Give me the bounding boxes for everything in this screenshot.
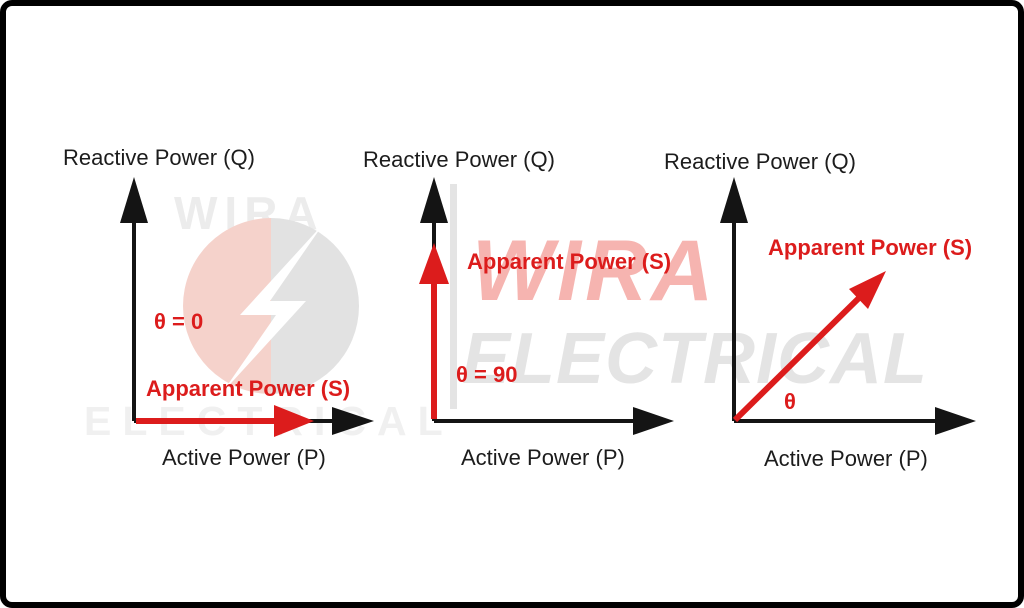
y-axis-arrowhead-icon bbox=[120, 177, 148, 223]
phasor-diagrams bbox=[120, 177, 976, 437]
active-power-label: Active Power (P) bbox=[764, 446, 928, 471]
angle-label: θ bbox=[784, 389, 796, 414]
angle-label: θ = 0 bbox=[154, 309, 204, 334]
x-axis-arrowhead-icon bbox=[935, 407, 976, 435]
diagram-theta bbox=[720, 177, 976, 435]
lightning-bolt-icon bbox=[222, 223, 324, 393]
active-power-label: Active Power (P) bbox=[461, 445, 625, 470]
angle-label: θ = 90 bbox=[456, 362, 518, 387]
diagram-theta-90 bbox=[419, 177, 674, 435]
y-axis-arrowhead-icon bbox=[720, 177, 748, 223]
apparent-power-vector bbox=[732, 292, 865, 423]
x-axis-arrowhead-icon bbox=[332, 407, 374, 435]
apparent-power-arrowhead-icon bbox=[274, 405, 314, 437]
apparent-power-arrowhead-icon bbox=[419, 243, 449, 284]
diagram-theta-0 bbox=[120, 177, 374, 437]
watermark-vertical-bar bbox=[450, 184, 457, 409]
watermark-brand-name-center: WIRA bbox=[472, 223, 718, 319]
x-axis-arrowhead-icon bbox=[633, 407, 674, 435]
apparent-power-label: Apparent Power (S) bbox=[146, 376, 351, 401]
active-power-label: Active Power (P) bbox=[162, 445, 326, 470]
y-axis-arrowhead-icon bbox=[420, 177, 448, 223]
apparent-power-label: Apparent Power (S) bbox=[467, 249, 672, 274]
apparent-power-arrowhead-icon bbox=[849, 271, 886, 309]
apparent-power-label: Apparent Power (S) bbox=[768, 235, 973, 260]
reactive-power-label: Reactive Power (Q) bbox=[63, 145, 255, 170]
brand-logo bbox=[183, 218, 359, 394]
reactive-power-label: Reactive Power (Q) bbox=[664, 149, 856, 174]
watermark-brand-suffix-center: ELECTRICAL bbox=[462, 319, 928, 399]
reactive-power-label: Reactive Power (Q) bbox=[363, 147, 555, 172]
